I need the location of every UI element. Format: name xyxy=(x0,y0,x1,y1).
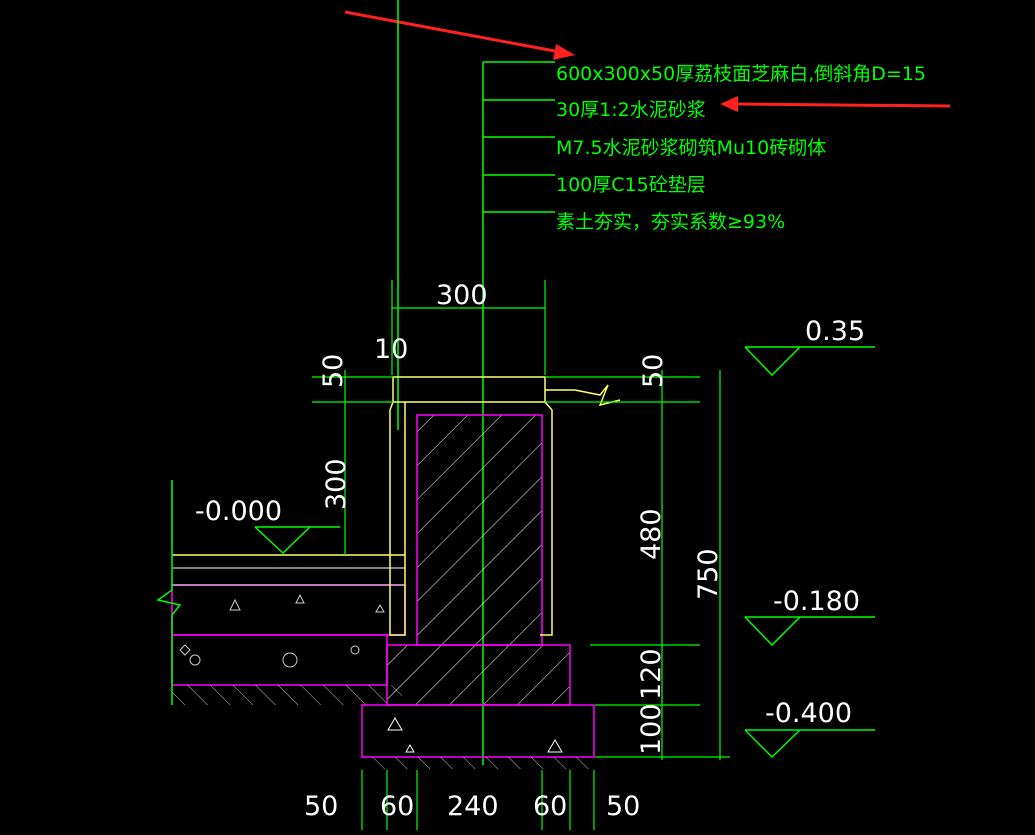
annotation-arrows xyxy=(344,10,951,112)
dim-base-height: 100 xyxy=(636,703,667,755)
brick-wall xyxy=(361,414,595,769)
dim-cap-left: 50 xyxy=(318,354,349,388)
dimension-labels: 300 10 50 50 300 480 750 120 100 50 60 2… xyxy=(304,280,724,822)
dim-gap: 10 xyxy=(374,334,408,365)
note-2: 30厚1:2水泥砂浆 xyxy=(556,99,706,121)
elev-base: -0.400 xyxy=(765,698,852,729)
note-1: 600x300x50厚荔枝面芝麻白,倒斜角D=15 xyxy=(556,63,926,85)
dim-step-height: 120 xyxy=(636,648,667,700)
elevation-markers xyxy=(254,346,875,759)
elev-floor: -0.000 xyxy=(195,496,282,527)
elev-top: 0.35 xyxy=(805,316,865,347)
floor-layers xyxy=(156,480,406,705)
stone-cap xyxy=(389,376,621,636)
dim-bottom-4: 60 xyxy=(533,791,567,822)
dim-bottom-5: 50 xyxy=(606,791,640,822)
note-4: 100厚C15砼垫层 xyxy=(556,174,706,196)
elevation-labels: 0.35 -0.000 -0.180 -0.400 xyxy=(195,316,865,729)
construction-notes: 600x300x50厚荔枝面芝麻白,倒斜角D=15 30厚1:2水泥砂浆 M7.… xyxy=(556,63,926,233)
note-5: 素土夯实，夯实系数≥93% xyxy=(556,211,785,233)
dim-bottom-3: 240 xyxy=(447,791,499,822)
dim-top-width: 300 xyxy=(436,280,488,311)
dim-bottom-2: 60 xyxy=(380,791,414,822)
note-3: M7.5水泥砂浆砌筑Mu10砖砌体 xyxy=(556,137,826,159)
dim-wall-height: 300 xyxy=(321,458,352,510)
elev-step: -0.180 xyxy=(773,586,860,617)
dimension-lines xyxy=(312,280,730,830)
dim-brick-height: 480 xyxy=(636,508,667,560)
dim-cap-right: 50 xyxy=(638,354,669,388)
dim-total-height: 750 xyxy=(693,548,724,600)
dim-bottom-1: 50 xyxy=(304,791,338,822)
